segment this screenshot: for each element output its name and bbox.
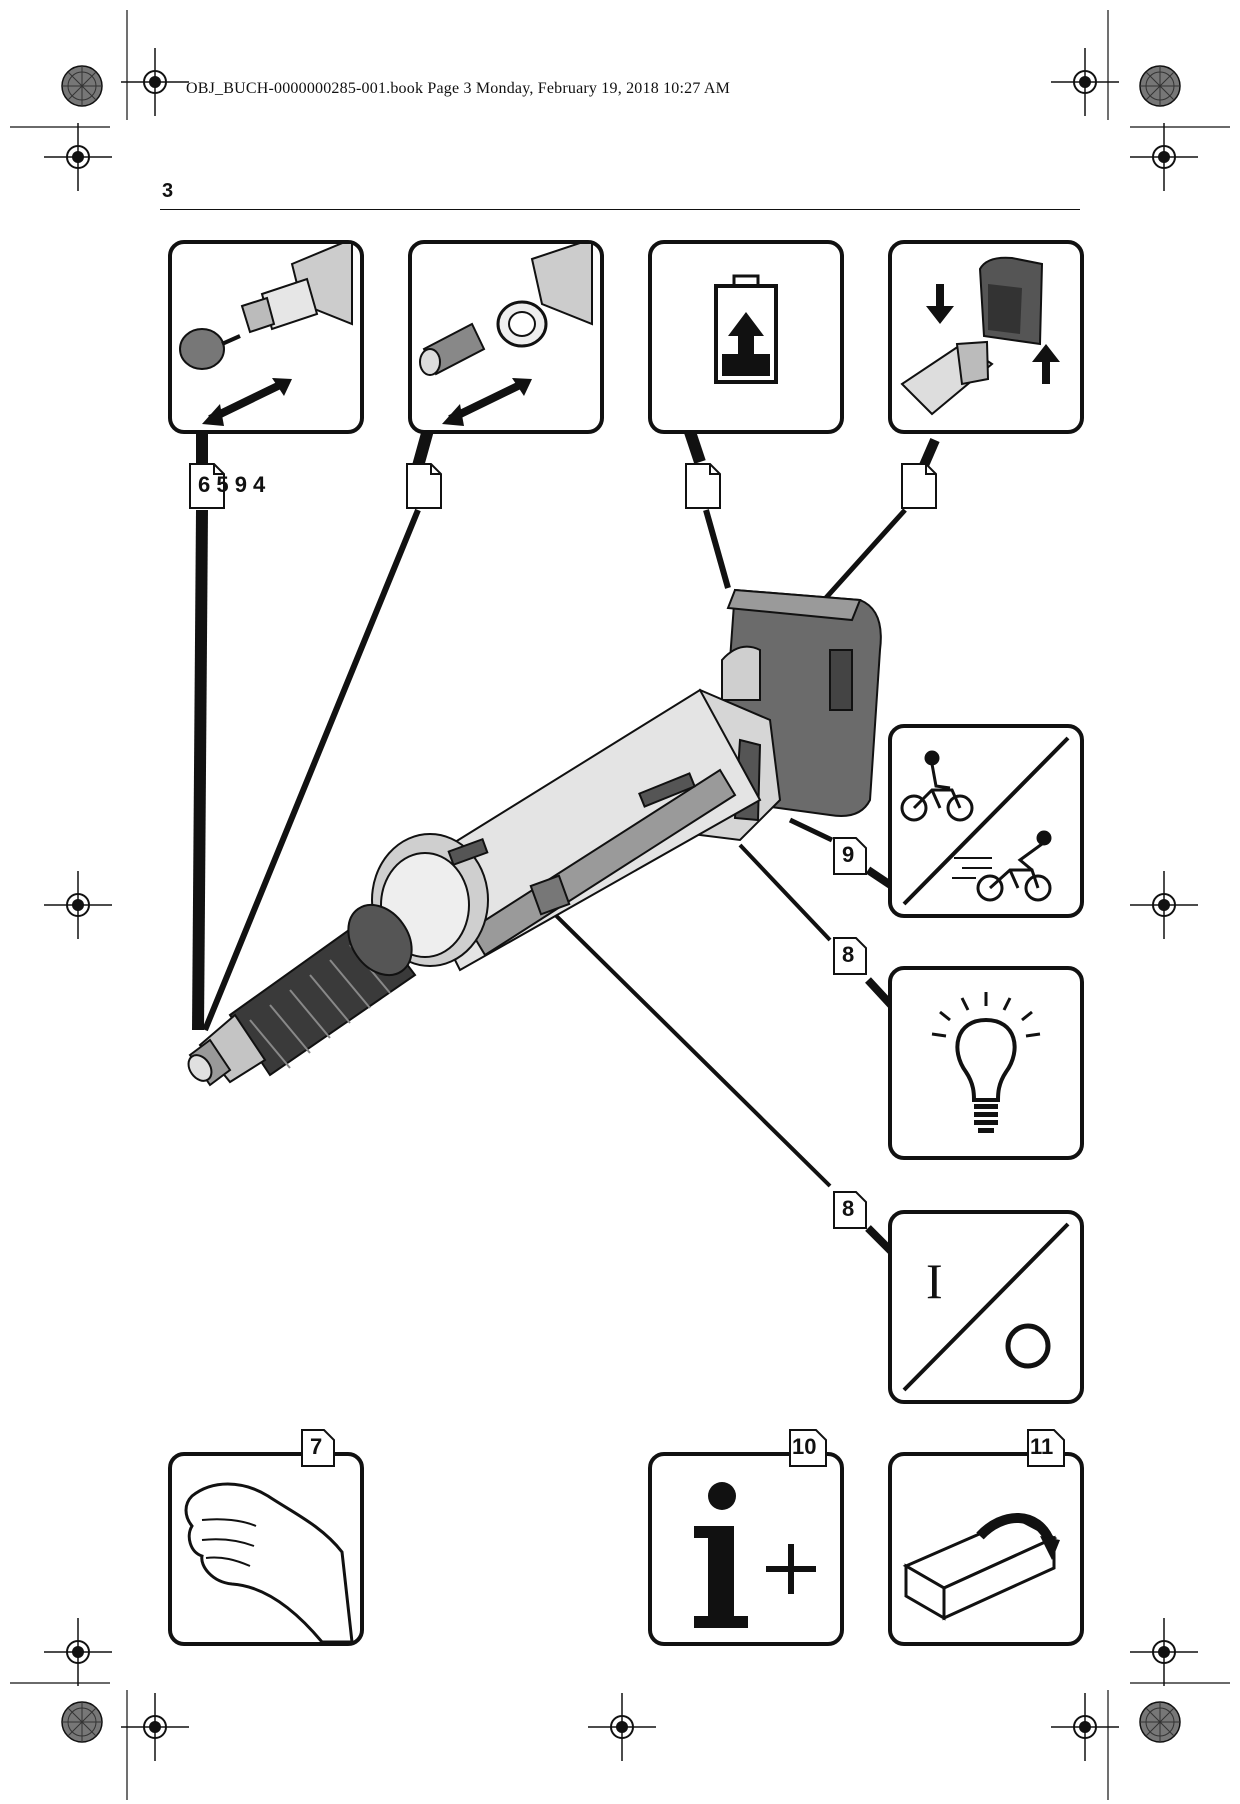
page-number: 3 <box>162 180 174 202</box>
collet-icon <box>419 237 593 426</box>
document-icon <box>901 463 937 509</box>
reference-box: 11 <box>1030 1434 1054 1459</box>
mount-tool-panel <box>168 237 364 434</box>
switch-panel: I <box>888 1210 1084 1404</box>
collet-panel <box>408 237 604 434</box>
hand-panel <box>168 1452 364 1646</box>
reference-collet-tool: 6 5 9 4 <box>198 472 266 497</box>
reference-hand: 7 <box>310 1434 323 1459</box>
on-symbol: I <box>926 1253 943 1309</box>
document-icon <box>1027 1429 1065 1467</box>
light-panel <box>888 966 1084 1160</box>
info-plus-icon <box>694 1482 816 1628</box>
document-icon <box>789 1429 827 1467</box>
light-bulb-icon <box>931 992 1041 1133</box>
bicycle-speed-icon <box>900 736 1070 906</box>
box-panel <box>888 1452 1084 1646</box>
header-rule <box>160 209 1080 210</box>
info-panel <box>648 1452 844 1646</box>
document-icon <box>833 937 867 975</box>
on-off-switch-icon <box>902 1222 1070 1392</box>
document-icon <box>189 463 225 509</box>
document-icon <box>406 463 442 509</box>
document-icon <box>301 1429 335 1467</box>
battery-charge-icon <box>714 274 778 384</box>
reference-info: 10 <box>792 1434 817 1459</box>
open-box-icon <box>902 1513 1060 1621</box>
speed-panel <box>888 724 1084 918</box>
document-icon <box>833 837 867 875</box>
reference-speed: 9 <box>842 842 855 867</box>
print-info-header: OBJ_BUCH-0000000285-001.book Page 3 Mond… <box>186 80 731 97</box>
document-icon <box>685 463 721 509</box>
hand-icon <box>184 1482 354 1644</box>
battery-insert-panel <box>888 240 1084 434</box>
reference-light: 8 <box>842 942 855 967</box>
document-icon <box>833 1191 867 1229</box>
mount-tool-icon <box>179 237 353 426</box>
reference-switch: 8 <box>842 1196 855 1221</box>
battery-charge-panel <box>648 240 844 434</box>
battery-insert-icon <box>900 256 1060 416</box>
die-grinder-illustration <box>187 588 882 1087</box>
